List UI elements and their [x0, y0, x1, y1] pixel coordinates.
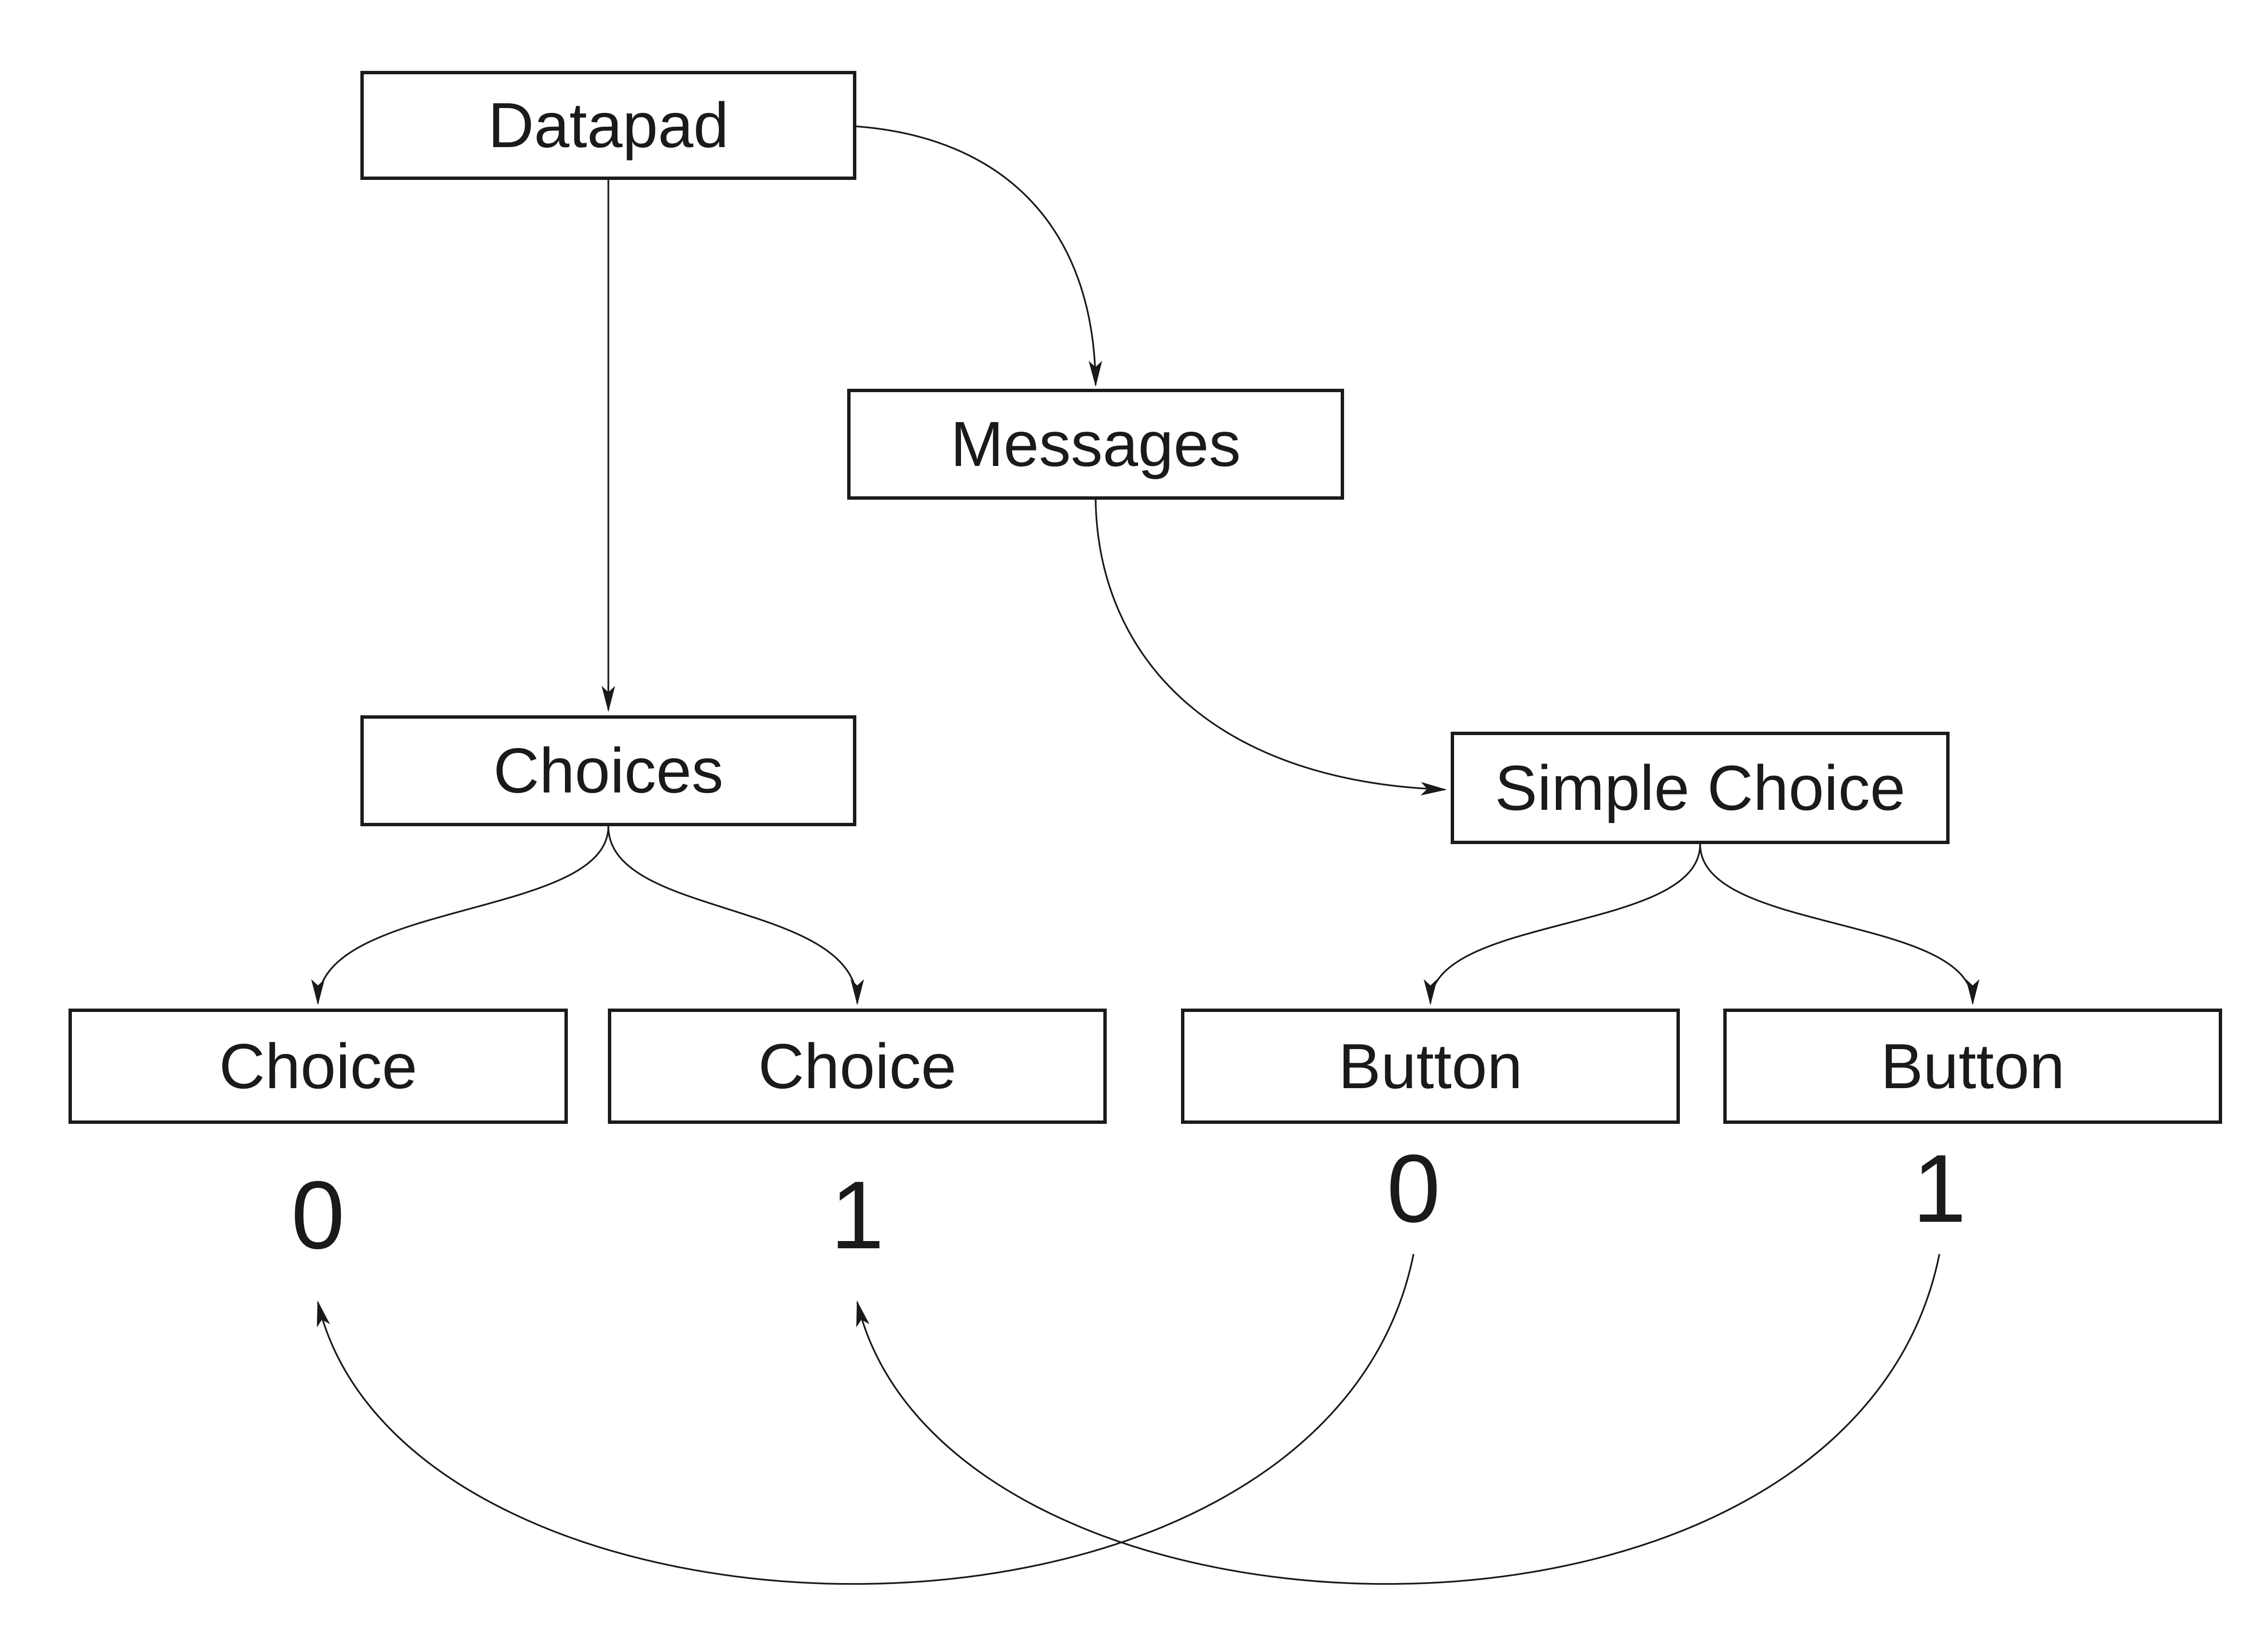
node-simple-choice: Simple Choice: [1451, 732, 1950, 844]
node-datapad-label: Datapad: [488, 90, 729, 161]
edge-button-1-value-to-choice-1-value: [856, 1254, 1940, 1585]
node-messages: Messages: [847, 389, 1344, 500]
node-choice-1-label: Choice: [758, 1030, 957, 1102]
node-datapad: Datapad: [360, 71, 856, 180]
button-1-value-label: 1: [1912, 1135, 1966, 1242]
node-messages-label: Messages: [950, 409, 1241, 479]
node-button-1-label: Button: [1881, 1030, 2065, 1102]
edge-datapad-to-messages: [856, 125, 1102, 387]
node-choices-label: Choices: [493, 735, 724, 806]
button-0-value-label: 0: [1387, 1135, 1441, 1242]
node-button-0: Button: [1181, 1009, 1680, 1124]
node-choice-1: Choice: [608, 1009, 1107, 1124]
edge-simple-choice-to-button-1: [1699, 844, 1979, 1005]
choice-0-value-label: 0: [291, 1161, 345, 1269]
edge-choices-to-choice-1: [607, 826, 864, 1005]
node-choice-0-label: Choice: [219, 1030, 417, 1102]
edge-choices-to-choice-0: [311, 826, 609, 1005]
node-button-0-label: Button: [1338, 1030, 1523, 1102]
node-choice-0: Choice: [69, 1009, 568, 1124]
node-button-1: Button: [1723, 1009, 2222, 1124]
edge-simple-choice-to-button-0: [1424, 844, 1701, 1005]
node-choices: Choices: [360, 715, 856, 826]
edge-messages-to-simple-choice: [1095, 499, 1447, 796]
choice-1-value-label: 1: [830, 1161, 884, 1269]
node-simple-choice-label: Simple Choice: [1495, 752, 1906, 823]
edge-button-0-value-to-choice-0-value: [316, 1254, 1415, 1585]
